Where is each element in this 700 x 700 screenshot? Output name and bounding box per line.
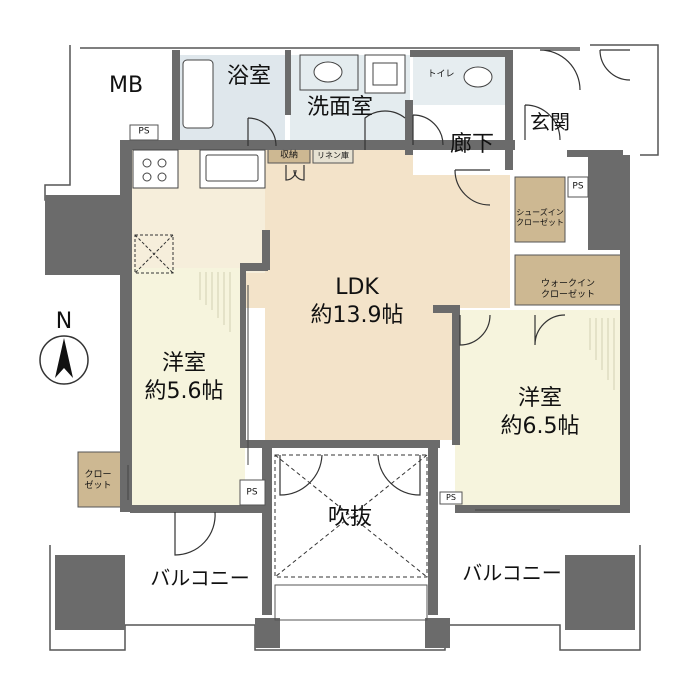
closet-label: クロー ゼット — [84, 471, 111, 491]
ps-label-2: PS — [572, 181, 584, 192]
ldk-size: 約13.9帖 — [310, 303, 404, 328]
bath-label: 浴室 — [226, 64, 272, 89]
compass-north-label: N — [55, 309, 73, 334]
east-room-size: 約6.5帖 — [500, 414, 580, 439]
east-room-label: 洋室 約6.5帖 — [501, 388, 580, 438]
ldk-label: LDK 約13.9帖 — [311, 277, 404, 327]
closet-line-2: ゼット — [84, 481, 112, 491]
west-room-size: 約5.6帖 — [144, 379, 224, 404]
ps-box-4 — [439, 491, 463, 505]
east-room-floor — [455, 310, 625, 505]
ps-label-4: PS — [446, 493, 456, 502]
walkin-closet-line-1: ウォークイン — [540, 279, 596, 289]
balcony-left-label: バルコニー — [150, 566, 250, 590]
void-label: 吹抜 — [327, 505, 373, 530]
burner-icons — [142, 158, 167, 182]
walkin-closet — [514, 254, 624, 306]
door-swings — [174, 49, 631, 556]
west-room-floor — [130, 268, 245, 508]
east-room-name: 洋室 — [517, 386, 562, 411]
walkin-closet-line-2: クローゼット — [540, 290, 596, 300]
mb-label: MB — [108, 73, 144, 98]
compass-needle — [55, 338, 73, 378]
balcony-rail — [274, 584, 428, 621]
walls — [45, 50, 635, 648]
refrigerator-space — [134, 234, 174, 274]
storage-label: 収納 — [279, 150, 299, 161]
west-room-label: 洋室 約5.6帖 — [145, 353, 224, 403]
washing-machine-drum — [372, 62, 398, 86]
entrance-label: 玄関 — [530, 110, 570, 134]
ps-box-3 — [239, 479, 266, 506]
bathtub — [182, 59, 214, 129]
shoe-closet-line-1: シューズイン — [516, 208, 564, 217]
kitchen-sink — [205, 154, 259, 182]
ps-box-1 — [129, 124, 159, 141]
washbasin — [313, 61, 343, 83]
toilet-floor — [413, 55, 506, 105]
void-diagonal-2 — [274, 454, 428, 578]
void-diagonal-1 — [274, 454, 428, 578]
balcony-right-label: バルコニー — [462, 561, 562, 585]
closet-line-1: クロー — [84, 470, 112, 480]
shoe-closet — [514, 176, 566, 243]
kitchen-counter — [199, 149, 266, 189]
toilet-bowl — [463, 66, 493, 88]
washroom-label: 洗面室 — [306, 95, 374, 120]
west-room-name: 洋室 — [161, 351, 206, 376]
washbasin-counter — [299, 54, 359, 91]
fridge-x-2 — [134, 234, 174, 274]
ps-label-3: PS — [246, 487, 258, 498]
hallway-label: 廊下 — [449, 132, 495, 157]
ldk-name: LDK — [335, 275, 379, 300]
walkin-closet-label: ウォークイン クローゼット — [541, 280, 595, 300]
sliding-partitions — [127, 285, 560, 511]
entrance-floor — [516, 105, 584, 153]
ps-label-1: PS — [138, 126, 150, 137]
linen-label: リネン庫 — [317, 151, 349, 160]
floor-hatching — [199, 272, 615, 390]
washing-machine — [364, 54, 406, 94]
ps-box-2 — [567, 176, 589, 198]
ldk-floor-lower — [265, 230, 455, 440]
toilet-label: トイレ — [427, 69, 455, 80]
shoe-closet-label: シューズイン クローゼット — [516, 209, 564, 227]
shoe-closet-line-2: クローゼット — [516, 218, 564, 227]
cooktop — [132, 149, 179, 189]
